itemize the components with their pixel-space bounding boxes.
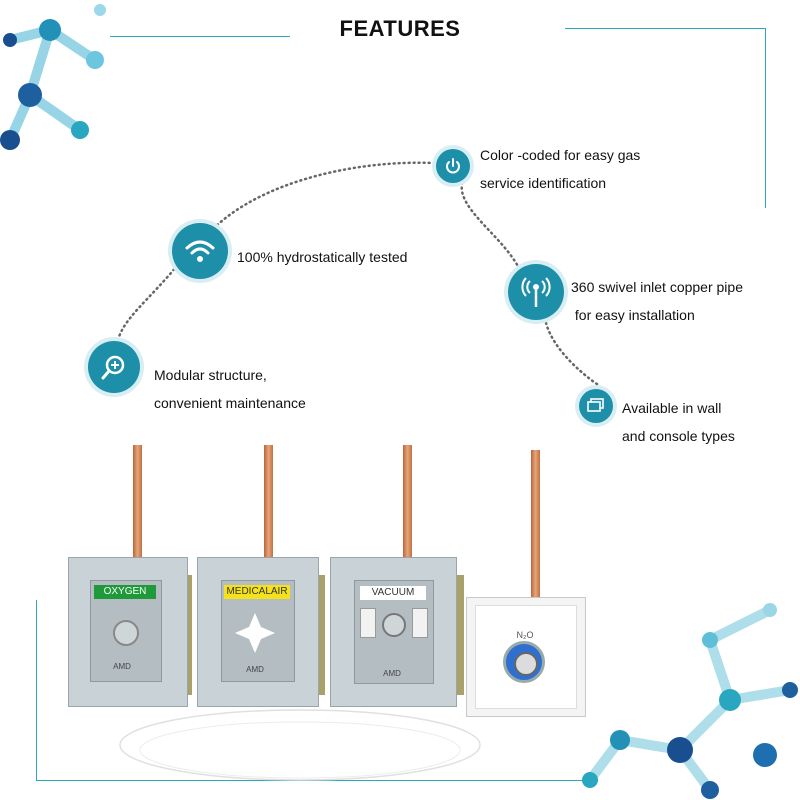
product-n2o: N₂O [463, 445, 588, 725]
brand-label: AMD [246, 665, 264, 674]
feature-3-icon-circle [436, 149, 470, 183]
search-plus-icon [101, 355, 125, 380]
gas-outlet [514, 652, 538, 676]
molecule-decoration-bottom-right [582, 603, 798, 799]
frame-line-right [765, 28, 766, 208]
gas-label: N₂O [516, 630, 534, 640]
product-oxygen: OXYGEN AMD [68, 445, 193, 710]
feature-2-text: 100% hydrostatically tested [237, 243, 407, 271]
brand-label: AMD [383, 669, 401, 678]
gas-label: MEDICALAIR [224, 585, 290, 599]
product-vacuum: VACUUM AMD [330, 445, 465, 710]
molecule-decoration-top-left [0, 4, 106, 150]
gas-label: OXYGEN [94, 585, 156, 599]
feature-4-icon-circle [508, 264, 564, 320]
gas-outlet [382, 613, 406, 637]
feature-1-icon-circle [88, 341, 140, 393]
feature-3-text: Color -coded for easy gas service identi… [480, 141, 640, 197]
copper-pipe [133, 445, 142, 560]
product-medicalair: MEDICALAIR AMD [197, 445, 327, 710]
vacuum-tab-left [360, 608, 376, 638]
feature-4-line1: 360 swivel inlet copper pipe [571, 279, 743, 295]
feature-2-icon-circle [172, 223, 228, 279]
feature-5-line1: Available in wall [622, 400, 722, 416]
feature-1-line1: Modular structure, [154, 367, 267, 383]
copper-pipe [531, 450, 540, 600]
feature-1-text: Modular structure, convenient maintenanc… [154, 361, 306, 417]
brand-label: AMD [113, 662, 131, 671]
feature-5-line2: and console types [622, 428, 735, 444]
feature-3-line2: service identification [480, 175, 607, 191]
feature-1-line2: convenient maintenance [154, 395, 306, 411]
power-icon [446, 158, 460, 174]
wifi-icon [185, 240, 215, 262]
feature-3-line1: Color -coded for easy gas [480, 147, 641, 163]
page-title: FEATURES [339, 16, 461, 41]
frame-line-left [36, 600, 37, 780]
frame-line-top-right [565, 28, 765, 29]
antenna-icon [521, 277, 551, 307]
gas-label: VACUUM [360, 586, 426, 600]
ellipse-decoration [119, 709, 481, 781]
feature-5-icon-circle [579, 389, 613, 423]
vacuum-tab-right [412, 608, 428, 638]
feature-5-text: Available in wall and console types [622, 394, 735, 450]
monitor-icon [587, 398, 604, 412]
frame-line-top-left [110, 36, 290, 37]
feature-2-line1: 100% hydrostatically tested [237, 249, 408, 265]
feature-4-text: 360 swivel inlet copper pipe for easy in… [571, 273, 743, 329]
copper-pipe [264, 445, 273, 560]
feature-4-line2: for easy installation [571, 307, 695, 323]
gas-outlet [113, 620, 139, 646]
copper-pipe [403, 445, 412, 560]
